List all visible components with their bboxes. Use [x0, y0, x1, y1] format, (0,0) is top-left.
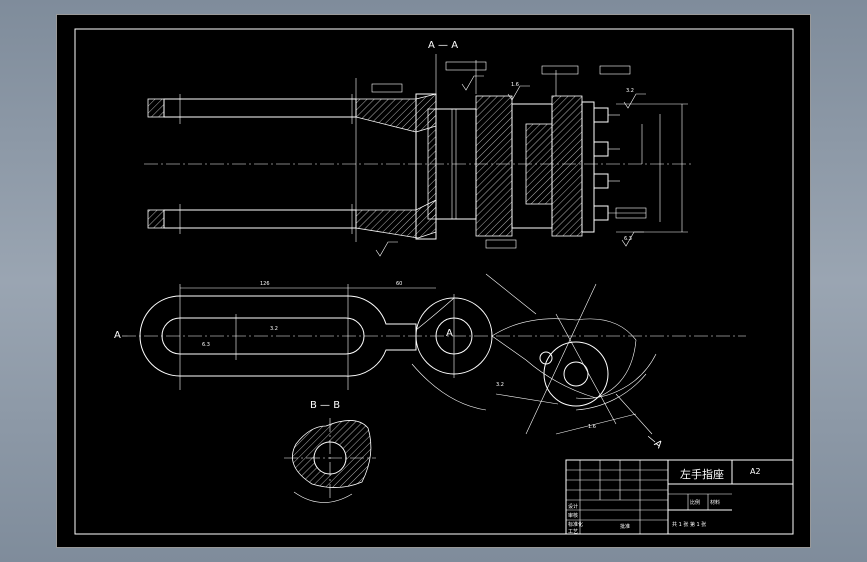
sheet-size: A2: [750, 467, 761, 476]
title-row: 设计: [568, 503, 578, 510]
section-aa-view: A — A: [144, 40, 692, 257]
drawing-title: 左手指座: [680, 467, 724, 481]
roughness-value: 3.2: [496, 382, 504, 388]
sheet-count: 共 1 张 第 1 张: [672, 521, 706, 528]
cut-marker-left: A: [114, 330, 121, 341]
section-aa-label: A — A: [428, 40, 458, 51]
roughness-value: 3.2: [270, 326, 278, 332]
title-row: 标准化: [568, 521, 583, 528]
roughness-value: 6.3: [202, 342, 210, 348]
section-bb-view: B — B: [284, 400, 376, 503]
title-row: 审核: [568, 512, 578, 519]
title-row: 工艺: [568, 529, 578, 535]
dimension-126: 126: [260, 281, 270, 287]
drawing-canvas: A — A: [56, 14, 811, 548]
plan-view: A 126 60 A: [114, 273, 746, 451]
roughness-value: 3.2: [626, 88, 634, 94]
material-label: 材料: [710, 499, 720, 506]
section-bb-label: B — B: [310, 400, 340, 411]
outer-border: [56, 14, 811, 548]
dimension-60: 60: [396, 281, 402, 287]
drawing-sheet: A — A: [56, 14, 811, 548]
roughness-value: 6.3: [624, 236, 632, 242]
title-block: 左手指座 A2 比例 材料 共 1 张 第 1 张 设计 审核 标准化 工艺 批…: [565, 459, 794, 535]
cut-marker-right: —A: [644, 432, 664, 451]
scale-label: 比例: [690, 499, 700, 506]
title-row: 批准: [620, 523, 630, 530]
bolt-heads: [593, 107, 647, 221]
inner-border: [74, 28, 794, 535]
cut-marker-center: A: [446, 328, 453, 339]
roughness-value: 1.6: [588, 424, 596, 430]
roughness-value: 1.6: [511, 82, 519, 88]
